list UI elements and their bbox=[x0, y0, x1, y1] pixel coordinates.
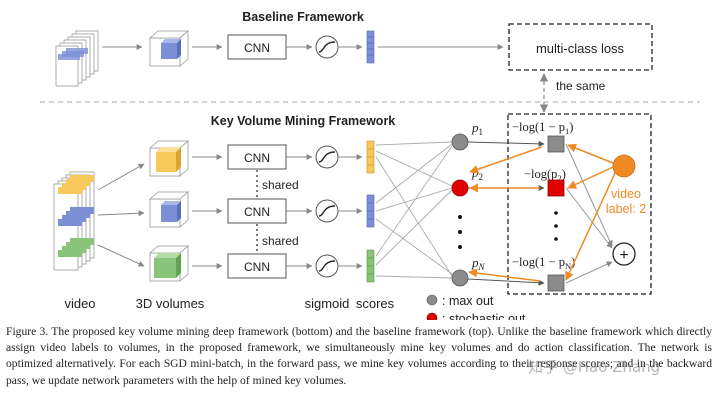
baseline-score-bar bbox=[366, 30, 375, 64]
score-bar-yellow bbox=[366, 140, 375, 174]
volume-blue bbox=[148, 191, 190, 228]
sigmoid-3 bbox=[315, 254, 339, 278]
volume-green bbox=[148, 245, 190, 282]
legend-max-out-dot bbox=[426, 294, 438, 306]
figure-caption: Figure 3. The proposed key volume mining… bbox=[6, 324, 712, 389]
loss-square-1 bbox=[547, 135, 565, 153]
legend-stochastic-out-label: : stochastic out bbox=[442, 312, 526, 320]
volumes-label: 3D volumes bbox=[136, 296, 205, 311]
multiclass-loss-label: multi-class loss bbox=[536, 41, 625, 56]
video-label-text-2: label: 2 bbox=[606, 202, 646, 216]
sigmoid-label: sigmoid bbox=[305, 296, 350, 311]
baseline-video-stack bbox=[55, 30, 99, 87]
loss-1-label: −log(1 − p1) bbox=[512, 120, 573, 136]
baseline-cnn-box bbox=[227, 34, 287, 60]
legend-max-out-label: : max out bbox=[442, 294, 494, 308]
scores-label: scores bbox=[356, 296, 395, 311]
legend-stochastic-out-dot bbox=[426, 312, 438, 320]
volume-yellow bbox=[148, 140, 190, 177]
sum-node bbox=[612, 242, 636, 266]
node-p2 bbox=[451, 179, 469, 197]
framework-diagram: Baseline Framework CNN multi- bbox=[40, 10, 700, 320]
sigmoid-1 bbox=[315, 145, 339, 169]
the-same-label: the same bbox=[556, 79, 606, 93]
video-label-node bbox=[612, 154, 636, 178]
node-ellipsis bbox=[458, 215, 462, 249]
sigmoid-2 bbox=[315, 199, 339, 223]
loss-ellipsis bbox=[554, 211, 558, 241]
kvm-title: Key Volume Mining Framework bbox=[211, 114, 396, 128]
score-bar-green bbox=[366, 249, 375, 283]
cnn-label-2: CNN bbox=[244, 205, 270, 219]
cnn-label-3: CNN bbox=[244, 260, 270, 274]
sum-plus-label: + bbox=[619, 247, 628, 264]
video-label-text-1: video bbox=[611, 187, 641, 201]
cnn-box-3 bbox=[227, 253, 287, 279]
baseline-cnn-label: CNN bbox=[244, 41, 270, 55]
score-bar-blue bbox=[366, 194, 375, 228]
cnn-label-1: CNN bbox=[244, 151, 270, 165]
shared-label-1: shared bbox=[262, 178, 299, 192]
loss-square-N bbox=[547, 274, 565, 292]
label-p1: p1 bbox=[471, 120, 483, 137]
caption-text: Figure 3. The proposed key volume mining… bbox=[6, 325, 712, 387]
label-pN: pN bbox=[471, 255, 486, 272]
node-pN bbox=[451, 269, 469, 287]
multiclass-loss-box bbox=[508, 23, 653, 71]
mining-loss-box bbox=[507, 113, 652, 295]
cnn-box-2 bbox=[227, 198, 287, 224]
shared-label-2: shared bbox=[262, 234, 299, 248]
baseline-volume bbox=[148, 30, 190, 67]
loss-2-label: −log(p2) bbox=[524, 167, 566, 183]
baseline-sigmoid bbox=[315, 35, 339, 59]
cnn-box-1 bbox=[227, 144, 287, 170]
video-label: video bbox=[64, 296, 95, 311]
score-node-connections bbox=[375, 141, 453, 279]
node-p1 bbox=[451, 133, 469, 151]
kvm-video-stack bbox=[53, 171, 95, 271]
loss-square-2 bbox=[547, 179, 565, 197]
baseline-title: Baseline Framework bbox=[242, 10, 364, 24]
loss-N-label: −log(1 − pN) bbox=[512, 255, 575, 271]
